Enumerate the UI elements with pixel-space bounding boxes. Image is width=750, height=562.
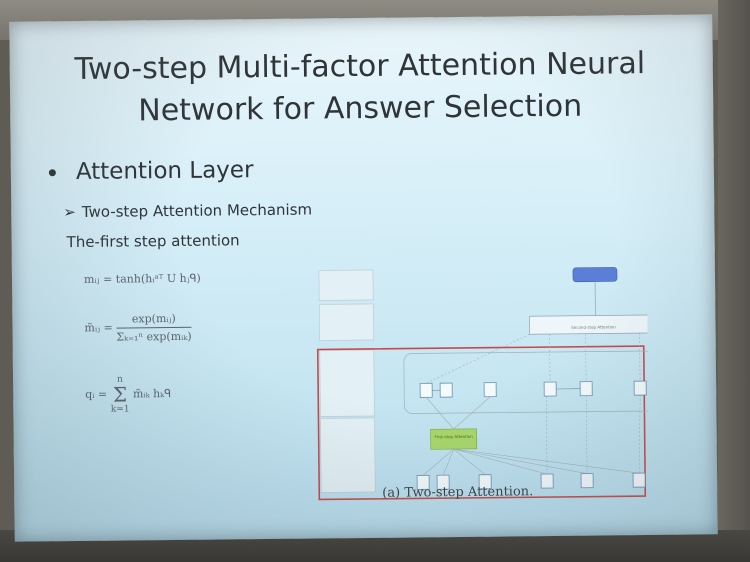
red-frame bbox=[316, 345, 647, 501]
middle-node bbox=[543, 381, 557, 397]
equation-m-ij: mᵢⱼ = tanh(hᵢᵃᵀ U hⱼᑫ) bbox=[83, 271, 201, 286]
middle-node bbox=[439, 382, 453, 398]
label-cell-1 bbox=[318, 269, 374, 301]
label-cell-2 bbox=[318, 303, 374, 341]
second-step-attention-box bbox=[529, 314, 650, 335]
top-output-node bbox=[572, 267, 618, 283]
sub-bullet: ➢ Two-step Attention Mechanism bbox=[63, 201, 312, 222]
slide-title-line-1: Two-step Multi-factor Attention Neural bbox=[74, 46, 646, 88]
equation-q: qᵢ = n Σ k=1 m̃ᵢₖ hₖᑫ bbox=[85, 374, 171, 415]
bottom-node bbox=[540, 473, 554, 489]
fraction-denominator: Σₖ₌₁ⁿ exp(mᵢₖ) bbox=[116, 329, 192, 344]
arrow-bullet-icon: ➢ bbox=[63, 203, 76, 222]
equation-q-lhs: qᵢ = bbox=[85, 387, 108, 401]
middle-node bbox=[419, 382, 433, 398]
slide-title: Two-step Multi-factor Attention Neural N… bbox=[30, 43, 691, 134]
middle-node bbox=[633, 380, 647, 396]
equation-m-tilde-lhs: m̃ᵢⱼ = bbox=[84, 321, 113, 335]
middle-node bbox=[483, 382, 497, 398]
connection-lines bbox=[422, 333, 641, 476]
middle-node-row bbox=[419, 380, 647, 398]
equation-fraction: exp(mᵢⱼ) Σₖ₌₁ⁿ exp(mᵢₖ) bbox=[116, 311, 192, 344]
summation: n Σ k=1 bbox=[110, 374, 130, 415]
fraction-numerator: exp(mᵢⱼ) bbox=[116, 311, 192, 329]
label-cell-4 bbox=[320, 417, 376, 493]
label-cell-3 bbox=[319, 349, 375, 417]
equation-q-rhs: m̃ᵢₖ hₖᑫ bbox=[132, 387, 172, 401]
figure-caption: (a) Two-step Attention. bbox=[382, 484, 534, 501]
slide-title-line-2: Network for Answer Selection bbox=[138, 88, 583, 129]
figure-diagram bbox=[316, 267, 650, 501]
bottom-node bbox=[580, 473, 594, 489]
representation-container bbox=[403, 350, 650, 414]
two-step-attention-figure: Second-step Attention First-step Attenti… bbox=[307, 243, 650, 507]
bullet-attention-layer: Attention Layer bbox=[48, 157, 254, 186]
sub-bullet-text: Two-step Attention Mechanism bbox=[81, 200, 313, 221]
bullet-dot-icon bbox=[48, 169, 56, 177]
equation-m-tilde: m̃ᵢⱼ = exp(mᵢⱼ) Σₖ₌₁ⁿ exp(mᵢₖ) bbox=[84, 311, 192, 344]
sum-lower: k=1 bbox=[110, 404, 130, 415]
bullet-text: Attention Layer bbox=[75, 157, 254, 186]
middle-node bbox=[579, 381, 593, 397]
wall-right bbox=[718, 0, 750, 562]
first-step-attention-label: First-step Attention bbox=[434, 433, 473, 440]
projection-screen: Two-step Multi-factor Attention Neural N… bbox=[9, 14, 718, 542]
sum-sigma: Σ bbox=[112, 382, 128, 407]
bottom-node bbox=[632, 472, 646, 488]
step-label: The-first step attention bbox=[66, 231, 240, 252]
